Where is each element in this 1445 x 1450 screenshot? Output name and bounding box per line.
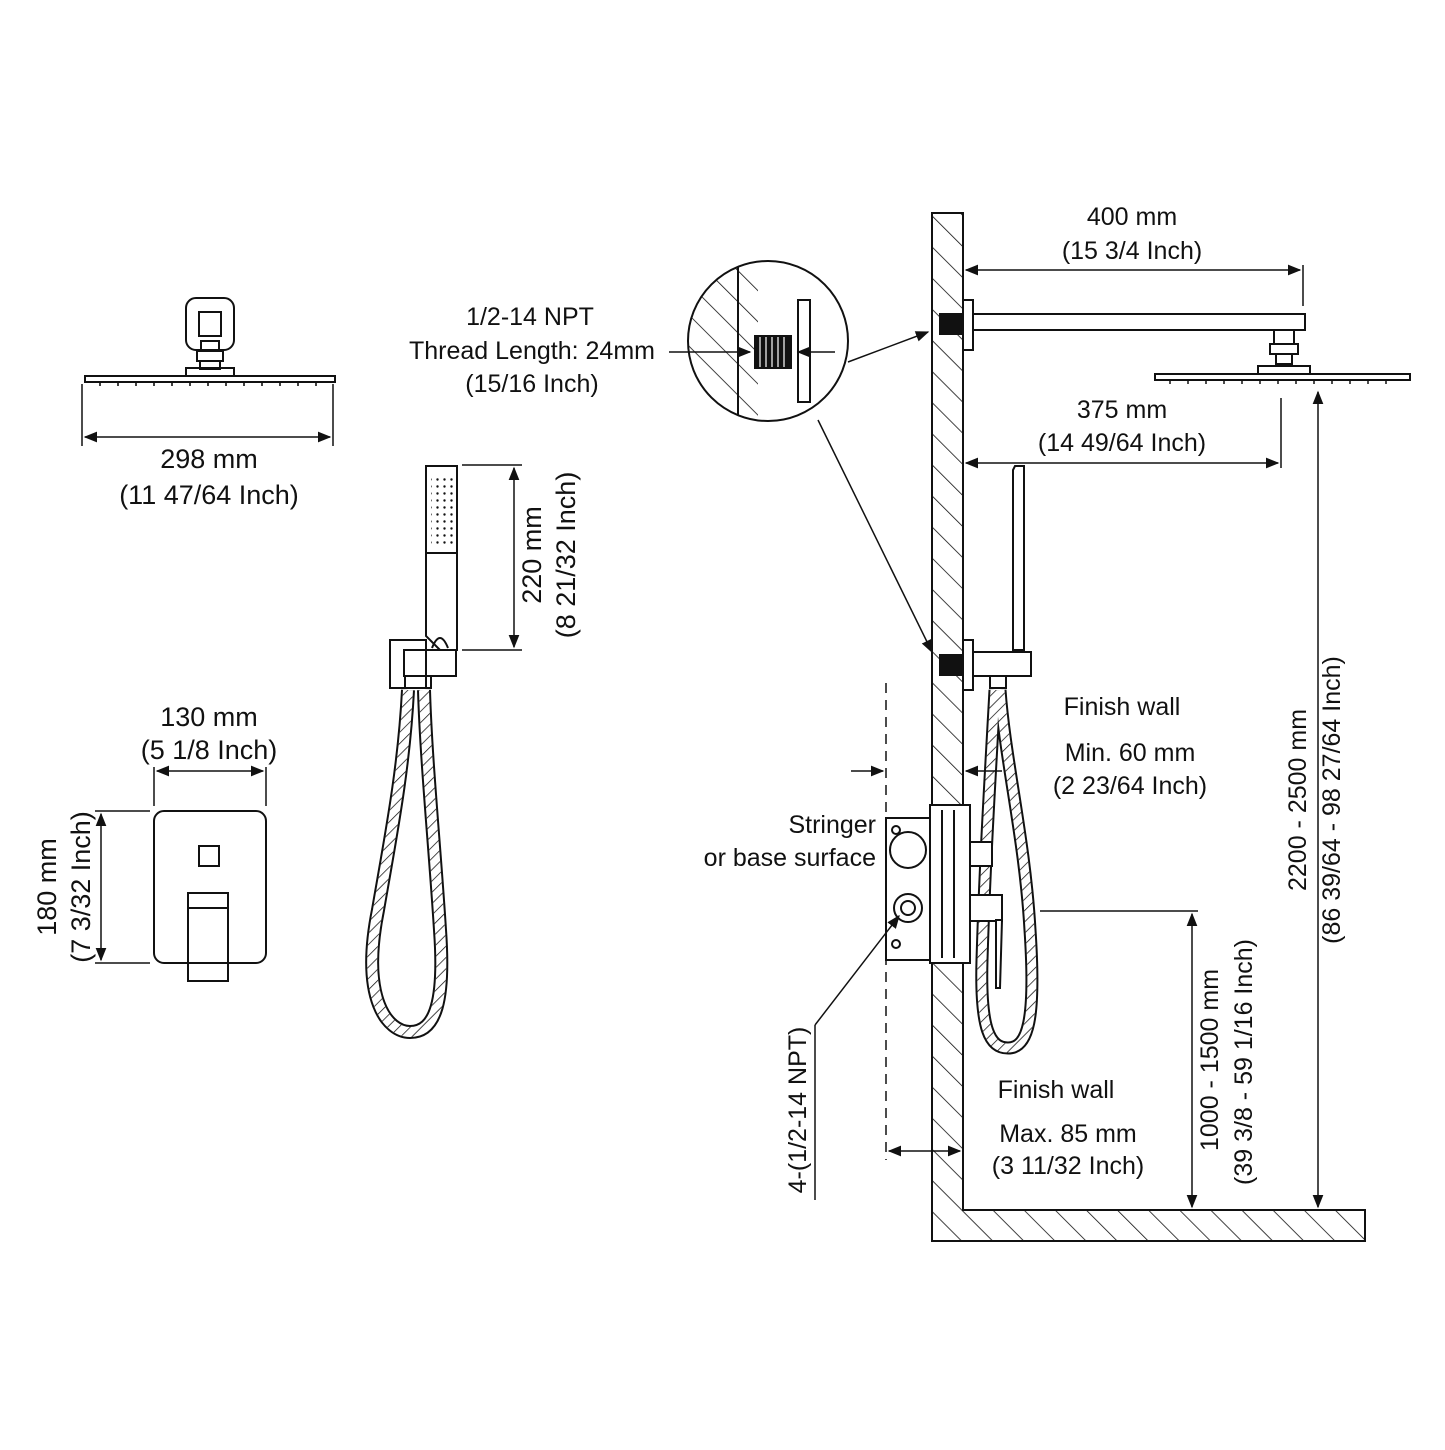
valve-plate-height-mm: 180 mm	[32, 838, 62, 936]
stringer-label-line1: Stringer	[788, 811, 876, 839]
shower-arm-drawing	[939, 299, 1411, 381]
thread-length-inch-label: (15/16 Inch)	[465, 370, 598, 398]
stringer-label-line2: or base surface	[704, 844, 876, 872]
shower-head-nozzles	[99, 382, 317, 386]
hand-shower-length-inch: (8 21/32 Inch)	[551, 472, 581, 639]
valve-height-inch: (39 3/8 - 59 1/16 Inch)	[1230, 939, 1258, 1185]
valve-plate-drawing	[153, 810, 267, 982]
finish-wall-max-title: Finish wall	[998, 1076, 1115, 1104]
shower-head-width-inch: (11 47/64 Inch)	[119, 480, 299, 510]
head-offset-mm: 375 mm	[1077, 396, 1167, 424]
valve-plate-dimensions	[95, 765, 267, 964]
finish-wall-min-title: Finish wall	[1064, 693, 1181, 721]
finish-wall-min-inch: (2 23/64 Inch)	[1053, 772, 1207, 800]
thread-detail-circle	[687, 260, 849, 422]
arm-length-mm: 400 mm	[1087, 203, 1177, 231]
finish-wall-max-mm: Max. 85 mm	[999, 1120, 1137, 1148]
outlet-leader	[814, 914, 900, 1026]
head-offset-inch: (14 49/64 Inch)	[1038, 429, 1206, 457]
shower-head-width-mm: 298 mm	[160, 444, 258, 474]
hand-shower-drawing	[389, 465, 458, 689]
wall-section	[931, 212, 1366, 1242]
side-head-nozzles	[1169, 380, 1387, 384]
hand-shower-length-mm: 220 mm	[517, 506, 547, 604]
outlets-label: 4-(1/2-14 NPT)	[784, 1027, 812, 1194]
finish-wall-min-mm: Min. 60 mm	[1065, 739, 1196, 767]
arm-length-inch: (15 3/4 Inch)	[1062, 237, 1202, 265]
wall-holder-drawing	[939, 465, 1032, 691]
shower-head-width-dimension	[81, 384, 334, 446]
valve-plate-width-mm: 130 mm	[160, 702, 258, 732]
head-height-mm: 2200 - 2500 mm	[1284, 709, 1312, 891]
shower-head-drawing	[84, 297, 336, 383]
hand-shower-length-dimension	[462, 464, 522, 651]
head-height-inch: (86 39/64 - 98 27/64 Inch)	[1318, 656, 1346, 944]
thread-spec-label: 1/2-14 NPT	[466, 303, 594, 331]
installation-dimension-lines	[851, 264, 1324, 1209]
thread-length-label: Thread Length: 24mm	[409, 337, 655, 365]
valve-plate-width-inch: (5 1/8 Inch)	[141, 735, 278, 765]
thread-detail-leaders	[669, 331, 933, 654]
valve-plate-height-inch: (7 3/32 Inch)	[66, 811, 96, 963]
valve-body-drawing	[885, 804, 1004, 989]
valve-height-mm: 1000 - 1500 mm	[1196, 969, 1224, 1151]
finish-wall-max-inch: (3 11/32 Inch)	[992, 1152, 1144, 1180]
